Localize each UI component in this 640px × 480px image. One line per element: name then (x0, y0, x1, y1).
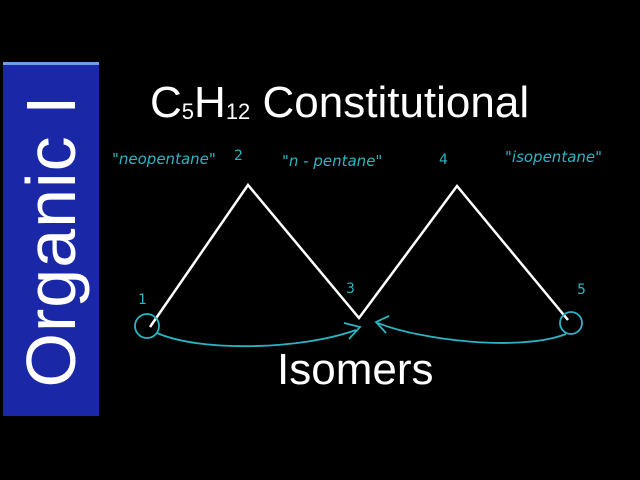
title-sub-5: 5 (181, 99, 195, 124)
title-c: C (150, 78, 182, 127)
carbon-number-3: 3 (346, 281, 355, 297)
arrowhead-right (374, 315, 390, 334)
carbon-number-2: 2 (234, 148, 243, 164)
carbon-1-circle (134, 313, 160, 339)
slide-title: C5H12 Constitutional (150, 78, 529, 128)
label-neopentane: "neopentane" (112, 150, 216, 168)
label-n-pentane: "n - pentane" (282, 152, 383, 170)
arrow-carbon-5-to-3 (377, 322, 567, 344)
carbon-number-1: 1 (138, 292, 147, 308)
arrow-carbon-1-to-3 (156, 329, 357, 348)
carbon-number-5: 5 (577, 282, 586, 298)
arrowhead-left (343, 322, 362, 340)
label-isopentane: "isopentane" (505, 148, 603, 166)
side-banner: Organic I (3, 62, 99, 416)
carbon-number-4: 4 (439, 152, 448, 168)
carbon-5-circle (559, 311, 583, 335)
title-rest: Constitutional (250, 78, 530, 127)
title-sub-12: 12 (225, 99, 251, 124)
carbon-chain-bonds (148, 182, 569, 328)
slide-subtitle: Isomers (277, 345, 434, 394)
title-h: H (194, 78, 226, 127)
